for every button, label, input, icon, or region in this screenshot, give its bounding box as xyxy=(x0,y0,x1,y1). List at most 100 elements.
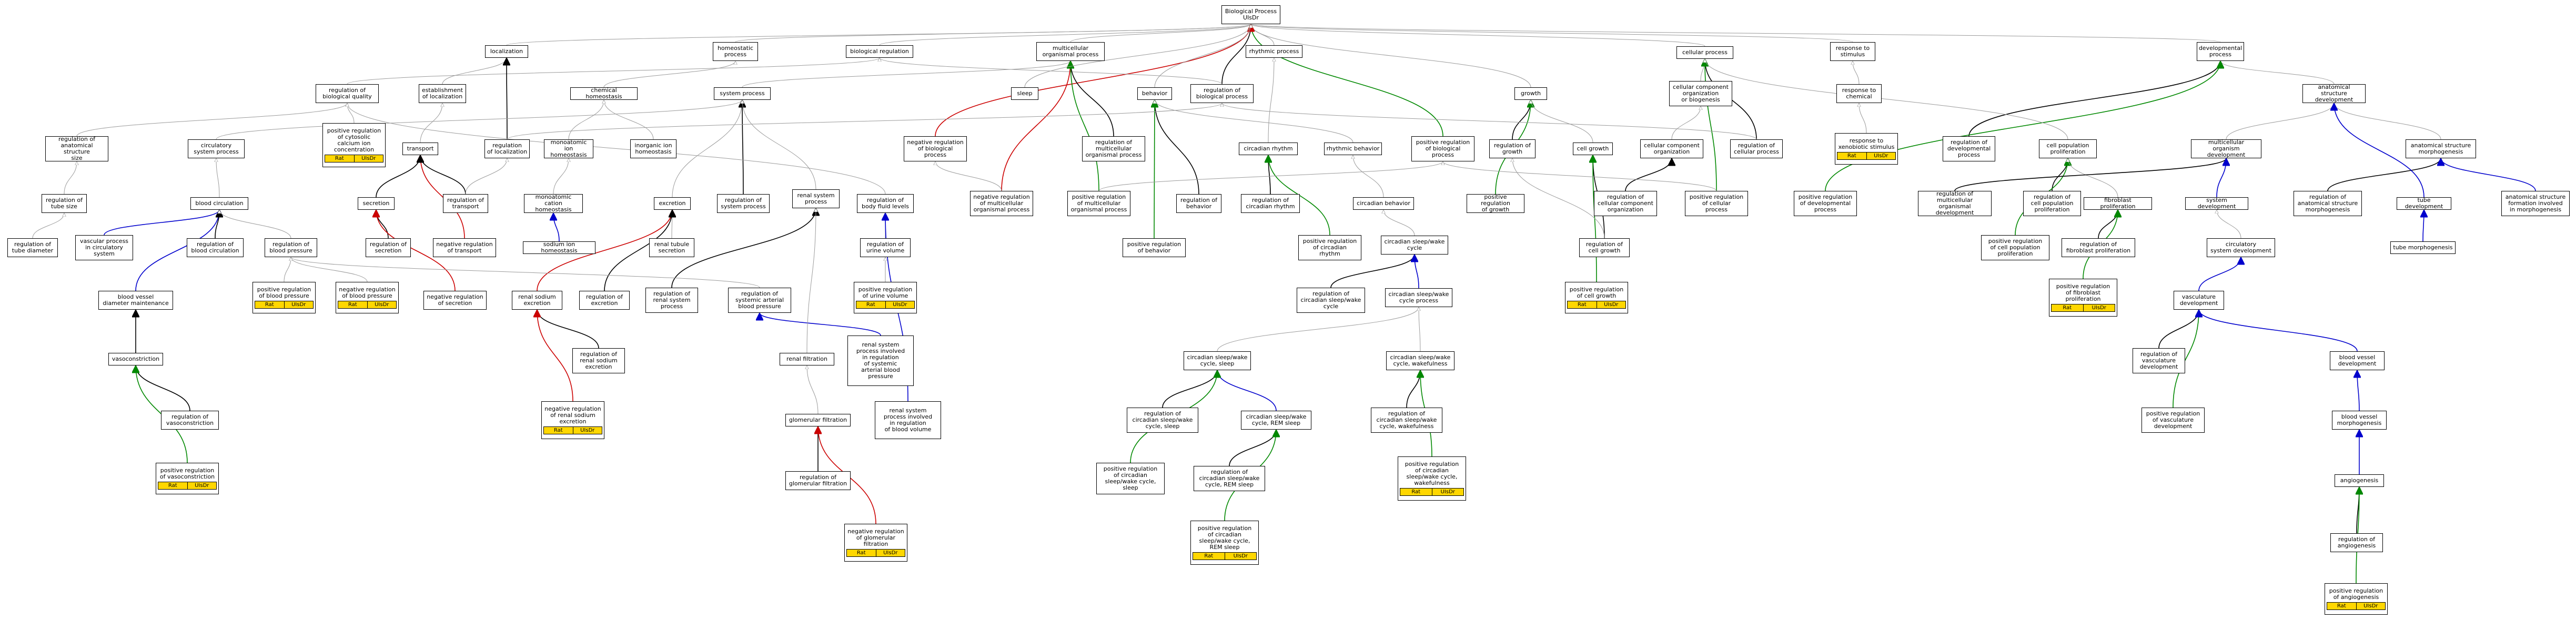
term-node-reg-urine-vol[interactable]: regulation of urine volume xyxy=(860,238,911,257)
badge-rat[interactable]: Rat xyxy=(158,482,188,490)
term-node-growth[interactable]: growth xyxy=(1514,87,1547,100)
badge-rat[interactable]: Rat xyxy=(543,426,573,434)
term-node-resp-stim[interactable]: response to stimulus xyxy=(1830,42,1875,61)
term-node-cell-comp-org2[interactable]: cellular component organization xyxy=(1640,139,1703,158)
term-node-pos-reg-vasc-dev[interactable]: positive regulation of vasculature devel… xyxy=(2141,408,2205,433)
term-node-pos-reg-bio[interactable]: positive regulation of biological proces… xyxy=(1411,136,1474,161)
badge-uisdr[interactable]: UIsDr xyxy=(876,549,905,557)
badge-uisdr[interactable]: UIsDr xyxy=(1597,301,1626,309)
term-node-neg-reg-renal-sodium[interactable]: negative regulation of renal sodium excr… xyxy=(541,401,604,439)
term-node-reg-blood-circ[interactable]: regulation of blood circulation xyxy=(187,238,244,257)
term-node-reg-anat-size[interactable]: regulation of anatomical structure size xyxy=(45,136,108,161)
term-node-sleep[interactable]: sleep xyxy=(1011,87,1038,100)
badge-rat[interactable]: Rat xyxy=(255,301,285,309)
term-node-resp-chem[interactable]: response to chemical xyxy=(1836,84,1882,103)
badge-uisdr[interactable]: UIsDr xyxy=(1225,552,1257,560)
term-node-cell-pop-prolif[interactable]: cell population proliferation xyxy=(2039,139,2097,158)
term-node-localization[interactable]: localization xyxy=(485,45,528,58)
term-node-rhythmic[interactable]: rhythmic process xyxy=(1246,45,1302,58)
term-node-reg-tube-diam[interactable]: regulation of tube diameter xyxy=(7,238,58,257)
term-node-angiogenesis[interactable]: angiogenesis xyxy=(2335,474,2384,487)
term-node-neg-reg-multi[interactable]: negative regulation of multicellular org… xyxy=(970,191,1033,216)
term-node-dev-proc[interactable]: developmental process xyxy=(2197,42,2244,61)
term-node-reg-dev-proc[interactable]: regulation of developmental process xyxy=(1943,136,1995,161)
term-node-rhythmic-behavior[interactable]: rhythmic behavior xyxy=(1324,143,1382,155)
term-node-anat-morph[interactable]: anatomical structure morphogenesis xyxy=(2406,139,2476,158)
term-node-monoatomic-homeo[interactable]: monoatomic ion homeostasis xyxy=(544,139,593,158)
term-node-renal-bp-reg[interactable]: renal system process involved in regulat… xyxy=(847,336,914,386)
term-node-reg-cell-pop-prolif[interactable]: regulation of cell population proliferat… xyxy=(2023,191,2081,216)
term-node-system-proc[interactable]: system process xyxy=(714,87,771,100)
badge-rat[interactable]: Rat xyxy=(338,301,368,309)
term-node-inorganic-homeo[interactable]: inorganic ion homeostasis xyxy=(630,139,676,158)
term-node-reg-circ-sw-rem[interactable]: regulation of circadian sleep/wake cycle… xyxy=(1194,466,1265,491)
badge-uisdr[interactable]: UIsDr xyxy=(1866,152,1896,160)
term-node-monoatomic-cat-homeo[interactable]: monoatomic cation homeostasis xyxy=(524,194,583,213)
term-node-reg-circ-rhythm[interactable]: regulation of circadian rhythm xyxy=(1241,194,1300,213)
term-node-estab-loc[interactable]: establishment of localization xyxy=(419,84,466,103)
term-node-blood-circ[interactable]: blood circulation xyxy=(190,197,248,210)
badge-rat[interactable]: Rat xyxy=(2327,602,2357,610)
term-node-vasc-proc-circ[interactable]: vascular process in circulatory system xyxy=(75,235,133,260)
term-node-pos-reg-growth[interactable]: positive regulation of growth xyxy=(1467,194,1524,213)
term-node-pos-reg-circ-rhythm[interactable]: positive regulation of circadian rhythm xyxy=(1298,235,1361,260)
term-node-pos-reg-circ-sw-wake[interactable]: positive regulation of circadian sleep/w… xyxy=(1398,456,1466,501)
term-node-reg-multi-org[interactable]: regulation of multicellular organismal p… xyxy=(1082,136,1145,161)
badge-uisdr[interactable]: UIsDr xyxy=(187,482,217,490)
term-node-vasc-dev[interactable]: vasculature development xyxy=(2174,291,2224,310)
term-node-reg-transport[interactable]: regulation of transport xyxy=(443,194,488,213)
term-node-reg-renal-sodium[interactable]: regulation of renal sodium excretion xyxy=(572,348,625,373)
term-node-chem-homeo[interactable]: chemical homeostasis xyxy=(570,87,638,100)
term-node-circ-sw-proc[interactable]: circadian sleep/wake cycle process xyxy=(1385,288,1452,307)
term-node-renal-sys-proc[interactable]: renal system process xyxy=(792,189,840,208)
badge-rat[interactable]: Rat xyxy=(1567,301,1597,309)
term-node-circ-sw-rem[interactable]: circadian sleep/wake cycle, REM sleep xyxy=(1241,411,1311,430)
term-node-reg-circ-sw-wake[interactable]: regulation of circadian sleep/wake cycle… xyxy=(1371,408,1442,433)
term-node-pos-reg-dev-proc[interactable]: positive regulation of developmental pro… xyxy=(1794,191,1857,216)
term-node-reg-bp[interactable]: regulation of blood pressure xyxy=(265,238,317,257)
term-node-reg-sys-proc[interactable]: regulation of system process xyxy=(717,194,770,213)
badge-uisdr[interactable]: UIsDr xyxy=(2356,602,2386,610)
term-node-cellular[interactable]: cellular process xyxy=(1676,46,1733,59)
badge-uisdr[interactable]: UIsDr xyxy=(367,301,397,309)
badge-uisdr[interactable]: UIsDr xyxy=(885,301,915,309)
term-node-transport[interactable]: transport xyxy=(402,143,438,155)
term-node-reg-circ-sw-sleep[interactable]: regulation of circadian sleep/wake cycle… xyxy=(1127,408,1198,433)
term-node-circ-sys-dev[interactable]: circulatory system development xyxy=(2207,238,2275,257)
term-node-reg-bio-proc[interactable]: regulation of biological process xyxy=(1190,84,1254,103)
term-node-secretion[interactable]: secretion xyxy=(358,197,395,210)
term-node-circ-behavior[interactable]: circadian behavior xyxy=(1353,197,1414,210)
term-node-neg-reg-bio[interactable]: negative regulation of biological proces… xyxy=(904,136,967,161)
term-node-bv-dev[interactable]: blood vessel development xyxy=(2330,351,2385,370)
term-node-reg-sys-art-bp[interactable]: regulation of systemic arterial blood pr… xyxy=(728,288,791,313)
term-node-glom-filtration[interactable]: glomerular filtration xyxy=(785,414,851,426)
term-node-cell-growth[interactable]: cell growth xyxy=(1573,143,1613,155)
term-node-pos-reg-behavior[interactable]: positive regulation of behavior xyxy=(1123,238,1186,257)
term-node-reg-cell-growth[interactable]: regulation of cell growth xyxy=(1579,238,1630,257)
badge-uisdr[interactable]: UIsDr xyxy=(354,155,383,162)
badge-rat[interactable]: Rat xyxy=(856,301,886,309)
term-node-reg-vasoconstriction[interactable]: regulation of vasoconstriction xyxy=(161,411,219,430)
badge-rat[interactable]: Rat xyxy=(1400,488,1432,496)
term-node-reg-anat-morph[interactable]: regulation of anatomical structure morph… xyxy=(2294,191,2362,216)
badge-uisdr[interactable]: UIsDr xyxy=(1432,488,1464,496)
term-node-circ-sw-sleep[interactable]: circadian sleep/wake cycle, sleep xyxy=(1184,351,1251,370)
term-node-renal-tubule-sec[interactable]: renal tubule secretion xyxy=(649,238,694,257)
term-node-bio-reg[interactable]: biological regulation xyxy=(846,45,913,58)
term-node-circ-sleep-wake[interactable]: circadian sleep/wake cycle xyxy=(1381,236,1448,255)
term-node-renal-sodium-exc[interactable]: renal sodium excretion xyxy=(512,291,562,310)
term-node-circ-sys-proc[interactable]: circulatory system process xyxy=(188,139,245,158)
term-node-pos-reg-multi[interactable]: positive regulation of multicellular org… xyxy=(1067,191,1130,216)
term-node-reg-growth[interactable]: regulation of growth xyxy=(1489,139,1536,158)
term-node-tube-morph[interactable]: tube morphogenesis xyxy=(2390,241,2456,254)
term-node-pos-reg-cell-proc[interactable]: positive regulation of cellular process xyxy=(1685,191,1748,216)
term-node-system-dev[interactable]: system development xyxy=(2185,197,2248,210)
term-node-sodium-homeo[interactable]: sodium ion homeostasis xyxy=(523,241,595,254)
term-node-circadian-rhythm[interactable]: circadian rhythm xyxy=(1239,143,1298,155)
badge-rat[interactable]: Rat xyxy=(846,549,876,557)
